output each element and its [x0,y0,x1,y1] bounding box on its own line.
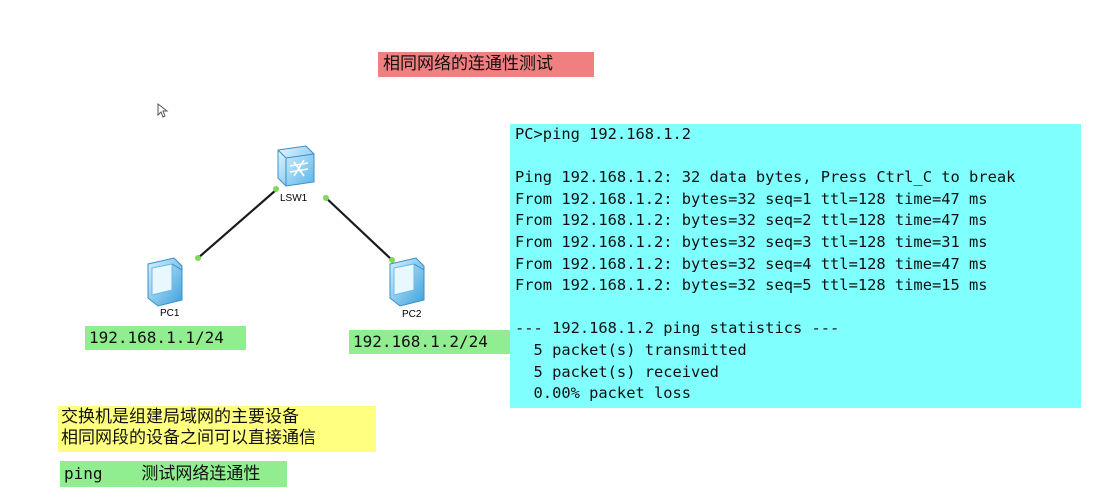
console-line: From 192.168.1.2: bytes=32 seq=2 ttl=128… [515,211,988,230]
console-line: Ping 192.168.1.2: 32 data bytes, Press C… [515,168,1016,187]
console-line: 0.00% packet loss [515,384,692,403]
console-line [515,297,1081,319]
port-indicator [273,186,279,192]
console-line: 5 packet(s) transmitted [515,340,747,359]
pc2-icon[interactable] [389,257,425,307]
console-line: 5 packet(s) received [515,362,719,381]
port-indicator [323,195,329,201]
console-line: PC>ping 192.168.1.2 [515,125,692,143]
note-line-2: 相同网段的设备之间可以直接通信 [61,428,316,448]
ping-command: ping [64,464,103,483]
ping-description: 测试网络连通性 [141,464,261,484]
pc1-label: PC1 [160,308,180,319]
console-line: From 192.168.1.2: bytes=32 seq=3 ttl=128… [515,232,988,251]
ping-console-output: PC>ping 192.168.1.2 Ping 192.168.1.2: 32… [510,124,1081,408]
console-line: --- 192.168.1.2 ping statistics --- [515,319,840,338]
ping-note: ping 测试网络连通性 [60,461,287,487]
pc1-icon[interactable] [147,257,183,307]
console-line: From 192.168.1.2: bytes=32 seq=1 ttl=128… [515,189,988,208]
port-indicator [389,257,395,263]
switch-label: LSW1 [280,193,308,204]
link-switch-pc2 [323,195,393,261]
console-line: From 192.168.1.2: bytes=32 seq=4 ttl=128… [515,254,988,273]
slide-title: 相同网络的连通性测试 [378,52,594,77]
console-line [515,146,1081,168]
pc2-label: PC2 [402,309,422,320]
network-topology: LSW1 PC1 PC2 [147,145,425,320]
switch-note: 交换机是组建局域网的主要设备 相同网段的设备之间可以直接通信 [58,406,376,452]
link-pc1-switch [197,189,277,259]
pc2-ip-label: 192.168.1.2/24 [349,330,510,354]
pc1-ip-label: 192.168.1.1/24 [85,326,246,350]
port-indicator [195,255,201,261]
switch-icon[interactable] [277,145,315,187]
console-line: From 192.168.1.2: bytes=32 seq=5 ttl=128… [515,276,988,295]
note-line-1: 交换机是组建局域网的主要设备 [61,407,299,427]
mouse-cursor-icon [157,103,169,118]
